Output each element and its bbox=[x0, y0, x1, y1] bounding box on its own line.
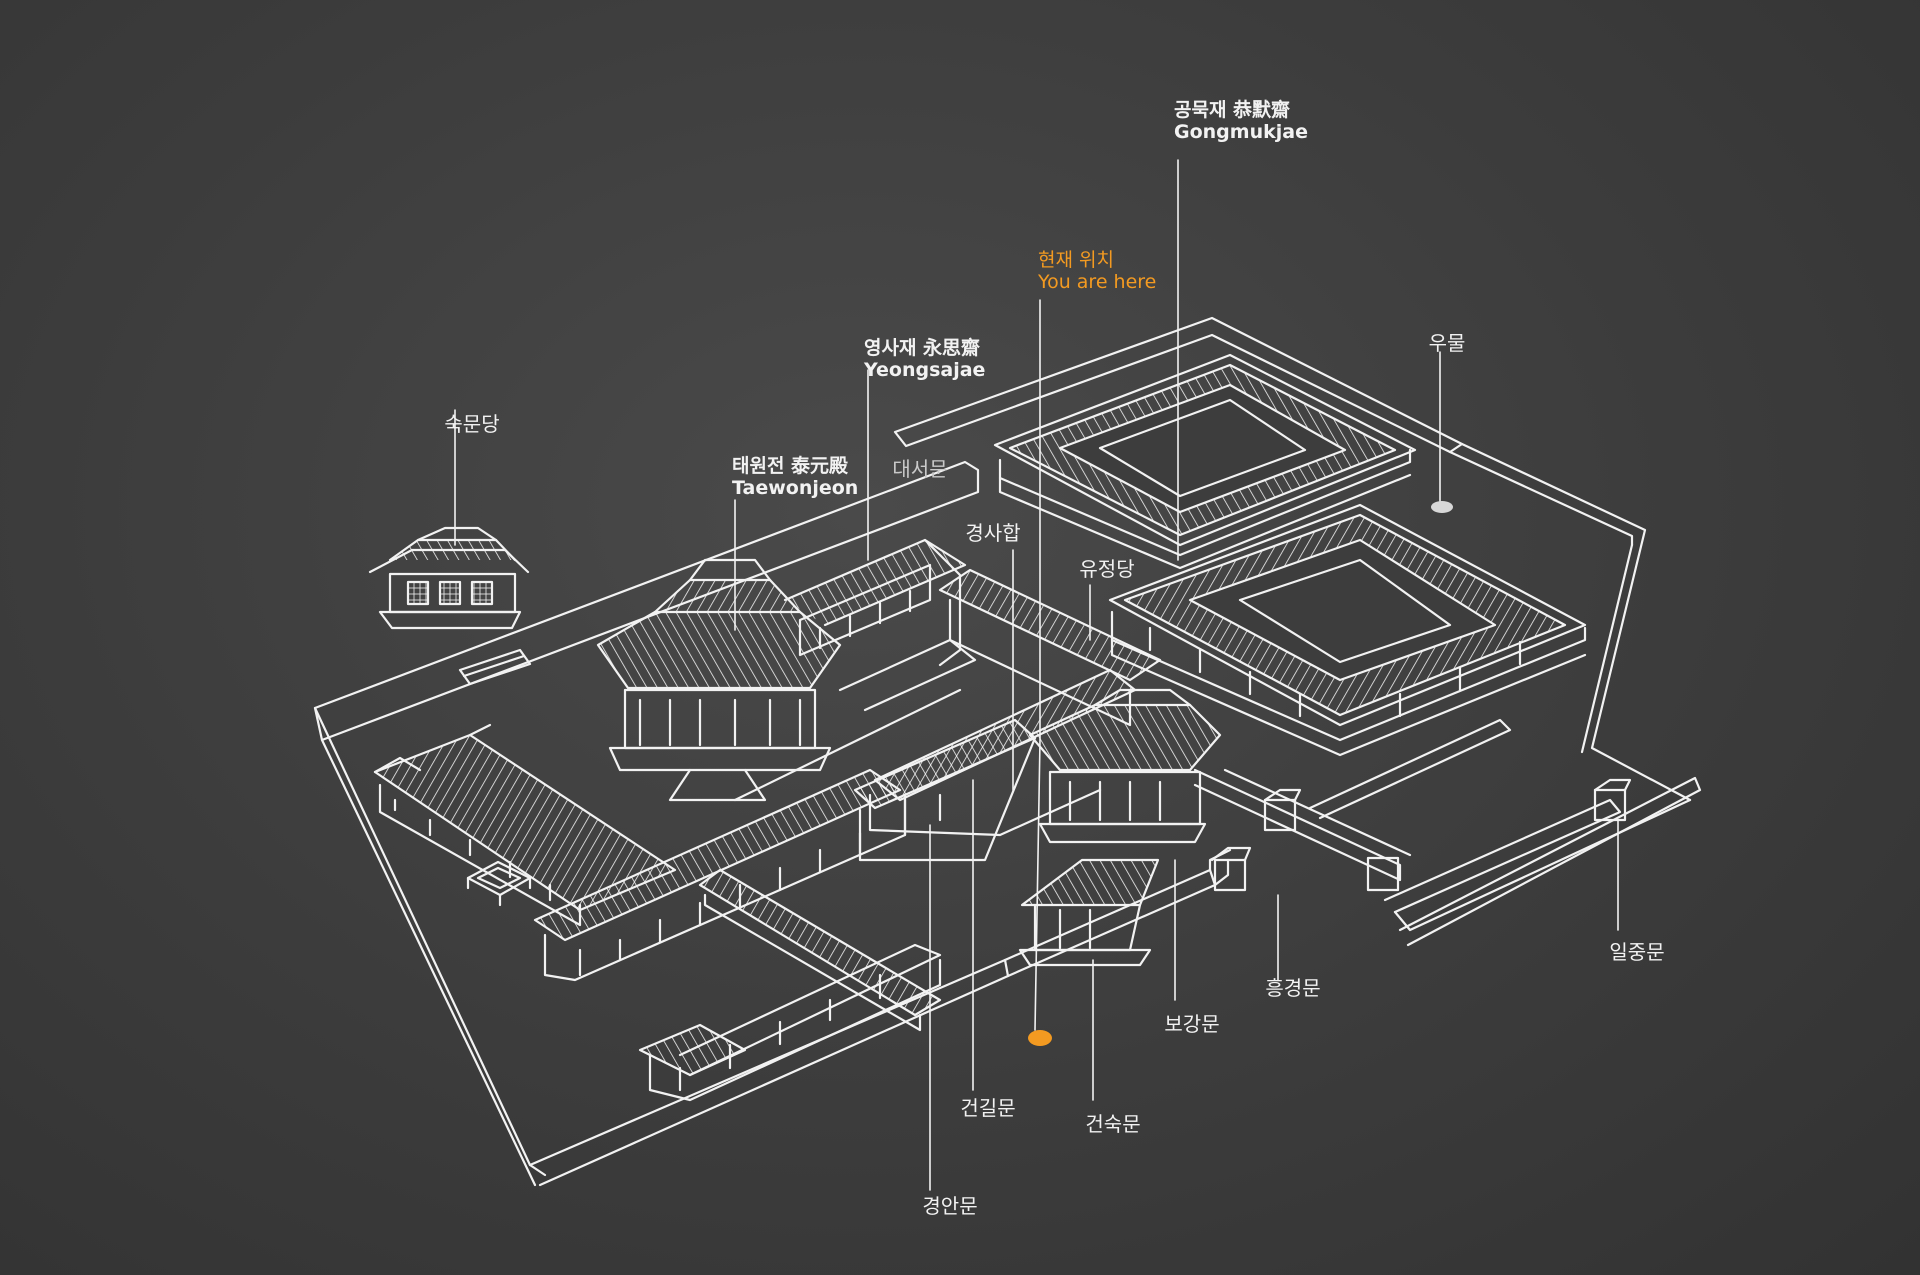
building-yujeongdang bbox=[1108, 503, 1587, 757]
label-sukmundang: 숙문당 bbox=[444, 412, 500, 436]
leader-lines bbox=[454, 159, 1619, 1191]
label-taewonjeon: 태원전 泰元殿 Taewonjeon bbox=[732, 455, 859, 500]
building-central bbox=[1028, 688, 1222, 844]
building-gongmukjae bbox=[993, 353, 1417, 570]
building-front-gate bbox=[1018, 858, 1160, 967]
label-heunggyeongmun: 흥경문 bbox=[1265, 976, 1321, 1000]
label-yeongsajae-en: Yeongsajae bbox=[864, 358, 986, 381]
label-geongilmun: 건길문 bbox=[960, 1096, 1016, 1120]
label-bogangmun: 보강문 bbox=[1164, 1012, 1220, 1036]
you-are-here-marker bbox=[1028, 1030, 1052, 1046]
label-gongmukjae-ko: 공묵재 恭默齋 bbox=[1174, 99, 1291, 121]
building-sukmundang bbox=[368, 526, 530, 630]
label-you-are-here-ko: 현재 위치 bbox=[1038, 249, 1114, 271]
east-front-walls bbox=[1003, 718, 1692, 978]
label-gongmukjae: 공묵재 恭默齋 Gongmukjae bbox=[1174, 99, 1308, 144]
label-umul: 우물 bbox=[1428, 331, 1466, 355]
building-yeongsajae bbox=[783, 538, 967, 667]
label-gongmukjae-en: Gongmukjae bbox=[1174, 120, 1308, 143]
label-you-are-here-en: You are here bbox=[1038, 270, 1157, 293]
label-yeongsajae: 영사재 永思齋 Yeongsajae bbox=[864, 337, 986, 382]
southwest-gallery bbox=[638, 943, 942, 1102]
label-iljungmun: 일중문 bbox=[1609, 940, 1665, 964]
label-daeseomun: 대서문 bbox=[892, 457, 948, 481]
label-taewonjeon-en: Taewonjeon bbox=[732, 476, 859, 499]
central-cross-gallery bbox=[868, 668, 1137, 837]
label-geonsukmun: 건숙문 bbox=[1085, 1112, 1141, 1136]
well-dot bbox=[1431, 501, 1453, 513]
label-gyeongsahap: 경사합 bbox=[965, 521, 1021, 545]
label-yujeongdang: 유정당 bbox=[1079, 557, 1135, 581]
label-gyeonganmun: 경안문 bbox=[922, 1194, 978, 1218]
label-you-are-here: 현재 위치 You are here bbox=[1038, 249, 1157, 294]
site-boundary bbox=[313, 316, 1702, 1187]
label-yeongsajae-ko: 영사재 永思齋 bbox=[864, 337, 981, 359]
well-structure bbox=[466, 860, 532, 907]
label-taewonjeon-ko: 태원전 泰元殿 bbox=[732, 455, 849, 477]
building-taewonjeon bbox=[596, 558, 842, 802]
stone-steps bbox=[458, 648, 532, 686]
